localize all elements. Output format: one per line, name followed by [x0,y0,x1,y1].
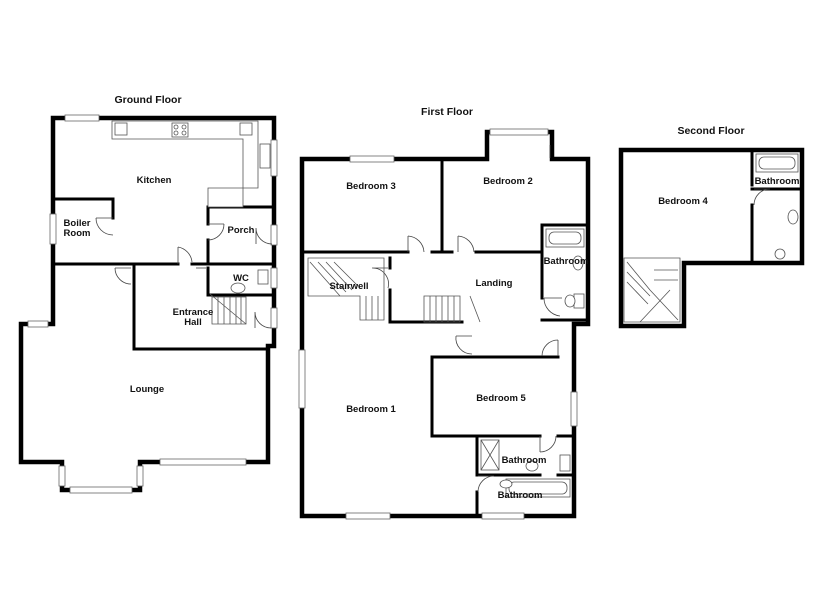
room-label-landing: Landing [476,278,513,289]
room-label-bedroom-4: Bedroom 4 [658,196,708,207]
room-label-wc: WC [233,273,249,284]
room-label-boiler-room-line1: Boiler [64,218,91,229]
room-label-bathroom-second: Bathroom [755,176,800,187]
kitchen-units [111,120,271,208]
room-label-boiler-room-line2: Room [64,228,91,239]
room-label-bathroom-first-3: Bathroom [498,490,543,501]
room-label-lounge: Lounge [130,384,164,395]
second-floor-title: Second Floor [677,125,744,137]
room-label-bathroom-first-1: Bathroom [544,256,589,267]
first-floor-title: First Floor [421,106,473,118]
first-floor-fixtures [307,228,585,498]
room-label-bathroom-first-2: Bathroom [502,455,547,466]
entrance-hall-fixtures [209,269,269,325]
second-floor-fixtures [623,153,799,323]
ground-floor-doors [95,217,273,329]
first-floor-plan: First Floor [298,106,591,520]
ground-floor-windows [27,114,278,494]
ground-floor-title: Ground Floor [114,94,181,106]
room-label-bedroom-5: Bedroom 5 [476,393,526,404]
room-label-stairwell: Stairwell [329,281,368,292]
first-floor-doors [371,145,562,493]
room-label-entrance-hall-line1: Entrance [173,307,214,318]
room-label-bedroom-1: Bedroom 1 [346,404,396,415]
room-label-entrance-hall-line2: Hall [184,317,201,328]
second-floor-plan: Second Floor Bedroom 4 Bathroom [618,125,805,329]
room-label-bedroom-3: Bedroom 3 [346,181,396,192]
second-floor-outer-walls [618,147,805,329]
first-floor-windows [298,128,578,520]
ground-floor-plan: Ground Floor [18,94,278,494]
room-label-kitchen: Kitchen [137,175,172,186]
ground-floor-outer-walls [18,115,277,493]
room-label-bedroom-2: Bedroom 2 [483,176,533,187]
room-label-porch: Porch [228,225,255,236]
